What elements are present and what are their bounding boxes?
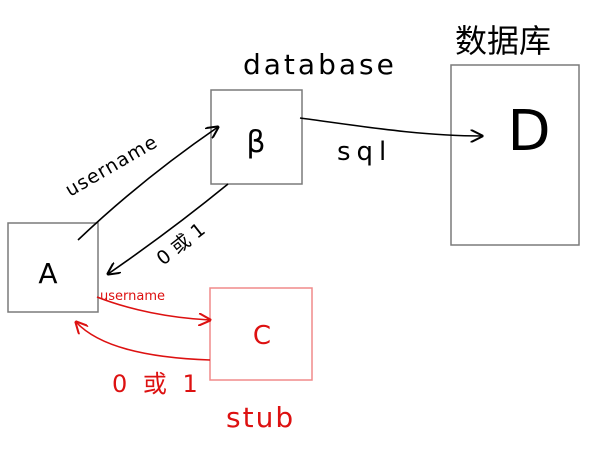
edge-label-a-to-b: username <box>62 131 162 202</box>
node-a-box <box>7 222 99 313</box>
edge-label-a-to-c: username <box>100 289 165 304</box>
arrow-a-to-c <box>96 296 210 320</box>
database-caption: database <box>243 48 397 81</box>
edge-label-c-to-a: 0 或 1 <box>112 370 202 398</box>
shujuku-caption: 数据库 <box>455 22 551 60</box>
node-d-box <box>450 64 580 246</box>
stub-caption: stub <box>226 401 295 434</box>
node-c-label: C <box>253 321 271 351</box>
arrow-a-to-b <box>77 127 218 241</box>
edge-label-b-to-a: 0 或 1 <box>153 219 210 270</box>
edge-label-b-to-d: sql <box>337 137 392 167</box>
node-d-label: D <box>507 99 550 164</box>
node-a-label: A <box>38 257 57 290</box>
node-c-box <box>209 287 313 381</box>
arrow-b-to-d <box>299 117 482 136</box>
arrow-b-to-a <box>108 183 229 274</box>
arrow-c-to-a <box>76 322 211 361</box>
node-b-label: β <box>246 125 265 160</box>
